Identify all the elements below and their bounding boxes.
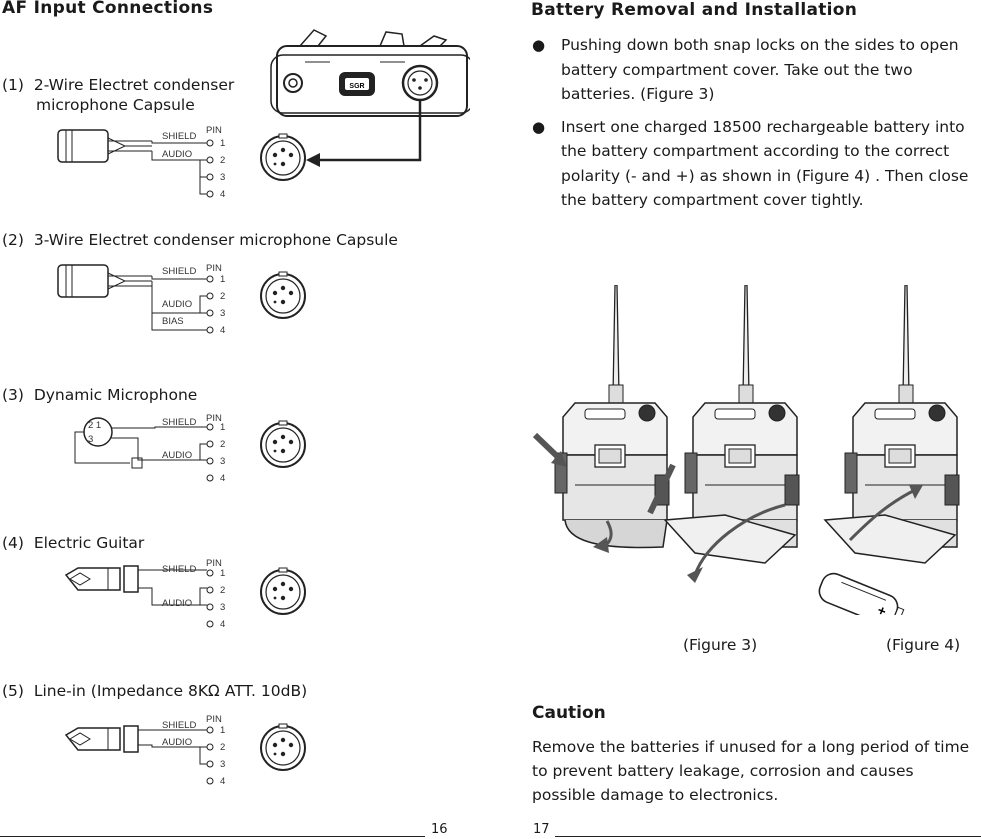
svg-text:PIN: PIN [206, 263, 222, 274]
svg-text:AUDIO: AUDIO [162, 737, 192, 748]
svg-text:3: 3 [220, 602, 225, 613]
svg-text:AUDIO: AUDIO [162, 450, 192, 461]
svg-text:2: 2 [220, 291, 225, 302]
section-3-label: (3) Dynamic Microphone [2, 386, 198, 404]
transmitter-top-drawing: SGR [270, 29, 470, 167]
left-page-title: AF Input Connections [2, 0, 214, 18]
svg-text:SGR: SGR [349, 83, 364, 90]
bullet-dot-icon: ● [532, 117, 546, 136]
svg-text:PIN: PIN [206, 125, 222, 136]
svg-text:2 1: 2 1 [88, 420, 101, 431]
svg-text:SHIELD: SHIELD [162, 417, 196, 428]
svg-text:PIN: PIN [206, 413, 222, 424]
page-number-left: 16 [431, 822, 448, 837]
svg-text:AUDIO: AUDIO [162, 299, 192, 310]
diagram-2-wire-electret: SHIELD AUDIO PIN 1 2 3 4 [57, 125, 306, 200]
diagram-3-wire-electret: SHIELD AUDIO BIAS PIN 1 2 3 4 [57, 263, 306, 336]
right-page-title: Battery Removal and Installation [531, 0, 858, 20]
svg-text:BIAS: BIAS [162, 316, 184, 327]
footer-rule-left [0, 836, 425, 837]
page-number-right: 17 [533, 822, 550, 837]
section-4-label: (4) Electric Guitar [2, 534, 145, 552]
svg-text:4: 4 [220, 189, 225, 200]
svg-text:SHIELD: SHIELD [162, 131, 196, 142]
svg-text:4: 4 [220, 473, 225, 484]
section-5-label: (5) Line-in (Impedance 8KΩ ATT. 10dB) [2, 682, 308, 700]
svg-text:PIN: PIN [206, 714, 222, 725]
diagram-line-in: SHIELD AUDIO PIN 1 2 3 4 [64, 714, 306, 787]
svg-text:1: 1 [220, 138, 225, 149]
svg-text:SHIELD: SHIELD [162, 720, 196, 731]
figure-3-unit-open [663, 285, 800, 583]
bullet-dot-icon: ● [532, 36, 546, 54]
figure-4-caption: (Figure 4) [886, 636, 961, 654]
svg-text:3: 3 [220, 759, 225, 770]
svg-text:PIN: PIN [206, 558, 222, 569]
svg-text:1: 1 [220, 568, 225, 579]
figure-4-unit [823, 285, 960, 564]
svg-text:4: 4 [220, 325, 225, 336]
diagram-dynamic-microphone: 2 1 3 SHIELD AUDIO PIN 1 2 3 4 [74, 413, 306, 484]
caution-heading: Caution [532, 703, 606, 723]
svg-text:3: 3 [220, 172, 225, 183]
svg-text:2: 2 [220, 585, 225, 596]
svg-text:2: 2 [220, 155, 225, 166]
caution-text: Remove the batteries if unused for a lon… [532, 738, 970, 804]
svg-text:4: 4 [220, 619, 225, 630]
svg-text:4: 4 [220, 776, 225, 787]
svg-text:1: 1 [220, 725, 225, 736]
battery-cell: + [818, 572, 905, 615]
svg-text:2: 2 [220, 742, 225, 753]
svg-text:1: 1 [220, 422, 225, 433]
battery-illustration: + [532, 285, 960, 615]
svg-text:AUDIO: AUDIO [162, 598, 192, 609]
svg-text:3: 3 [220, 308, 225, 319]
af-input-diagrams: SGR SHIELD AUDIO PIN 1 2 3 4 [57, 29, 470, 787]
list-item: ●Pushing down both snap locks on the sid… [530, 33, 980, 107]
diagram-electric-guitar: SHIELD AUDIO PIN 1 2 3 4 [64, 558, 306, 630]
svg-text:SHIELD: SHIELD [162, 564, 196, 575]
list-item: ●Insert one charged 18500 rechargeable b… [530, 115, 980, 213]
figure-3-unit-closed [532, 285, 676, 553]
svg-text:2: 2 [220, 439, 225, 450]
section-1-label: (1) 2-Wire Electret condenser [2, 76, 235, 94]
svg-text:3: 3 [88, 434, 93, 445]
svg-text:SHIELD: SHIELD [162, 266, 196, 277]
svg-text:1: 1 [220, 274, 225, 285]
section-1-label-line2: microphone Capsule [36, 96, 195, 114]
svg-text:AUDIO: AUDIO [162, 149, 192, 160]
figure-3-caption: (Figure 3) [683, 636, 758, 654]
footer-rule-right [555, 836, 981, 837]
battery-instructions-list: ●Pushing down both snap locks on the sid… [530, 33, 980, 221]
svg-text:3: 3 [220, 456, 225, 467]
section-2-label: (2) 3-Wire Electret condenser microphone… [2, 231, 398, 249]
